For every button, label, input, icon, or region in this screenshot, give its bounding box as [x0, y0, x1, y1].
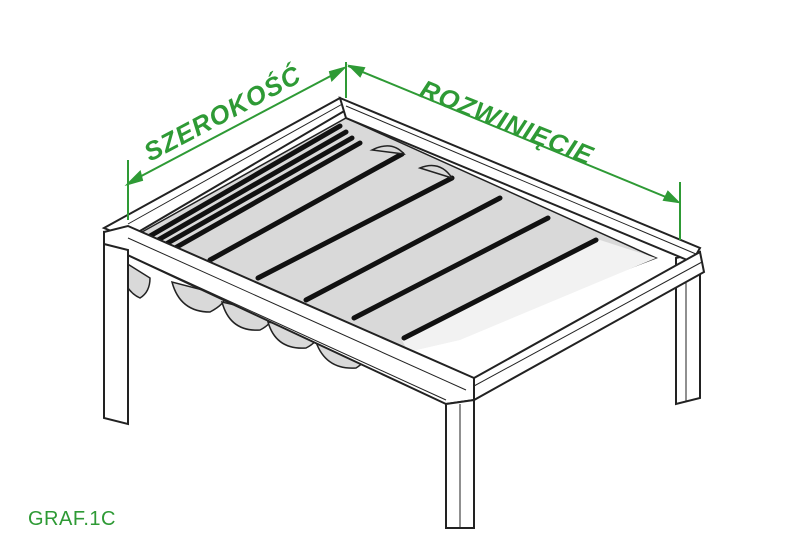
figure-caption: GRAF.1C — [28, 508, 116, 530]
front-corner-post — [445, 398, 475, 529]
extension-dimension — [347, 64, 681, 240]
width-dimension — [124, 62, 348, 220]
roof-open-area — [402, 240, 656, 352]
width-label: SZEROKOŚĆ — [139, 59, 307, 167]
front-beam — [473, 250, 706, 402]
front-left-post — [103, 242, 129, 426]
fabric-rails — [147, 123, 599, 341]
